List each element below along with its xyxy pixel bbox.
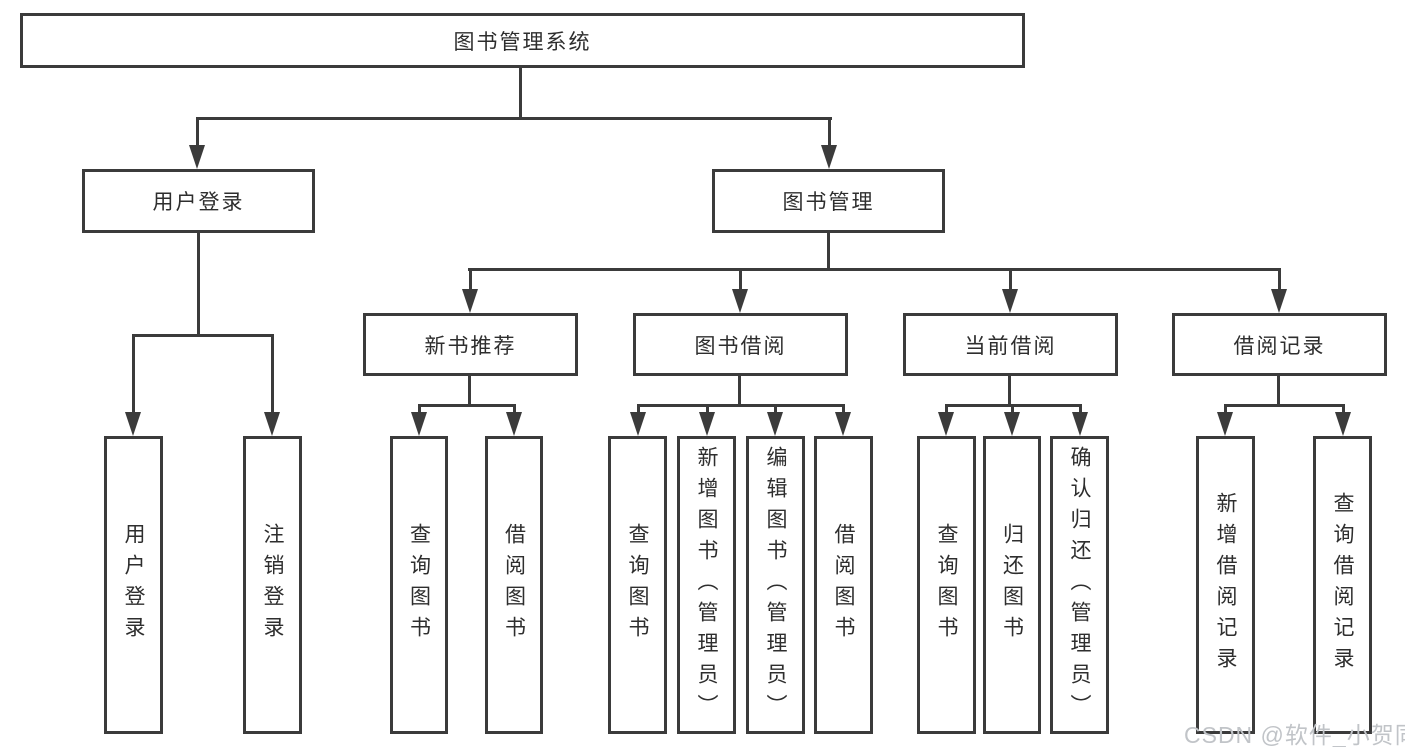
connector-arrowhead [1002, 289, 1018, 313]
connector-line [827, 233, 830, 271]
connector-arrowhead [1217, 412, 1233, 436]
leaf-label: 查询图书 [407, 523, 431, 647]
connector-line [1278, 268, 1281, 291]
connector-arrowhead [1271, 289, 1287, 313]
connector-line [1224, 404, 1345, 407]
leaf-label: 注销登录 [261, 523, 284, 647]
connector-line [774, 404, 777, 414]
leaf-query-books-recommend: 查询图书 [390, 436, 448, 734]
leaf-query-books-borrow: 查询图书 [608, 436, 667, 734]
connector-line [739, 268, 742, 291]
connector-line [468, 268, 1281, 271]
connector-line [468, 376, 471, 407]
connector-line [1224, 404, 1227, 414]
connector-line [637, 404, 640, 414]
connector-arrowhead [462, 289, 478, 313]
connector-line [469, 268, 472, 291]
connector-arrowhead [1004, 412, 1020, 436]
leaf-label: 借阅图书 [502, 523, 526, 647]
connector-arrowhead [938, 412, 954, 436]
connector-arrowhead [699, 412, 715, 436]
connector-arrowhead [767, 412, 783, 436]
connector-line [1011, 404, 1014, 414]
leaf-borrow-books: 借阅图书 [814, 436, 873, 734]
leaf-label: 查询借阅记录 [1331, 492, 1354, 678]
connector-line [132, 334, 274, 337]
leaf-label: 新增图书（管理员） [695, 445, 718, 725]
node-library-management-system: 图书管理系统 [20, 13, 1025, 68]
node-book-borrow: 图书借阅 [633, 313, 848, 376]
node-label: 当前借阅 [964, 334, 1057, 358]
connector-arrowhead [821, 145, 837, 169]
leaf-logout: 注销登录 [243, 436, 302, 734]
leaf-confirm-return-admin: 确认归还（管理员） [1050, 436, 1109, 734]
connector-line [706, 404, 709, 414]
node-borrow-records: 借阅记录 [1172, 313, 1387, 376]
node-current-borrow: 当前借阅 [903, 313, 1118, 376]
leaf-label: 用户登录 [122, 523, 145, 647]
connector-arrowhead [1335, 412, 1351, 436]
connector-line [637, 404, 845, 407]
connector-line [1277, 376, 1280, 407]
leaf-query-books-current: 查询图书 [917, 436, 976, 734]
node-label: 图书管理系统 [453, 30, 592, 54]
leaf-label: 借阅图书 [832, 523, 855, 647]
connector-line [1342, 404, 1345, 414]
connector-arrowhead [125, 412, 141, 436]
connector-arrowhead [1072, 412, 1088, 436]
leaf-return-books: 归还图书 [983, 436, 1041, 734]
connector-arrowhead [189, 145, 205, 169]
connector-line [519, 68, 522, 119]
connector-arrowhead [630, 412, 646, 436]
connector-line [1008, 376, 1011, 407]
connector-line [513, 404, 516, 414]
leaf-label: 编辑图书（管理员） [764, 445, 787, 725]
connector-line [738, 376, 741, 407]
node-label: 图书管理 [782, 191, 875, 214]
node-label: 图书借阅 [694, 334, 787, 358]
connector-line [132, 334, 135, 412]
connector-line [1079, 404, 1082, 414]
connector-line [418, 404, 421, 414]
leaf-edit-books-admin: 编辑图书（管理员） [746, 436, 805, 734]
node-label: 用户登录 [152, 191, 245, 214]
leaf-label: 查询图书 [935, 523, 958, 647]
node-new-book-recommend: 新书推荐 [363, 313, 578, 376]
connector-line [828, 117, 831, 148]
connector-line [842, 404, 845, 414]
leaf-label: 确认归还（管理员） [1068, 445, 1091, 725]
connector-arrowhead [732, 289, 748, 313]
connector-line [196, 117, 199, 148]
connector-arrowhead [411, 412, 427, 436]
node-user-login: 用户登录 [82, 169, 315, 233]
connector-line [945, 404, 948, 414]
node-label: 借阅记录 [1233, 334, 1326, 358]
connector-arrowhead [835, 412, 851, 436]
leaf-add-books-admin: 新增图书（管理员） [677, 436, 736, 734]
node-book-management: 图书管理 [712, 169, 945, 233]
node-label: 新书推荐 [424, 334, 517, 358]
leaf-add-borrow-record: 新增借阅记录 [1196, 436, 1255, 734]
connector-line [196, 117, 832, 120]
connector-line [271, 334, 274, 412]
leaf-label: 新增借阅记录 [1214, 492, 1237, 678]
connector-arrowhead [506, 412, 522, 436]
leaf-label: 归还图书 [1000, 523, 1024, 647]
connector-line [197, 233, 200, 337]
connector-line [1009, 268, 1012, 291]
leaf-query-borrow-record: 查询借阅记录 [1313, 436, 1372, 734]
leaf-label: 查询图书 [626, 523, 649, 647]
connector-line [418, 404, 516, 407]
csdn-watermark: CSDN @软件_小贺同学 [1184, 722, 1405, 747]
leaf-user-login: 用户登录 [104, 436, 163, 734]
leaf-borrow-books-recommend: 借阅图书 [485, 436, 543, 734]
connector-arrowhead [264, 412, 280, 436]
